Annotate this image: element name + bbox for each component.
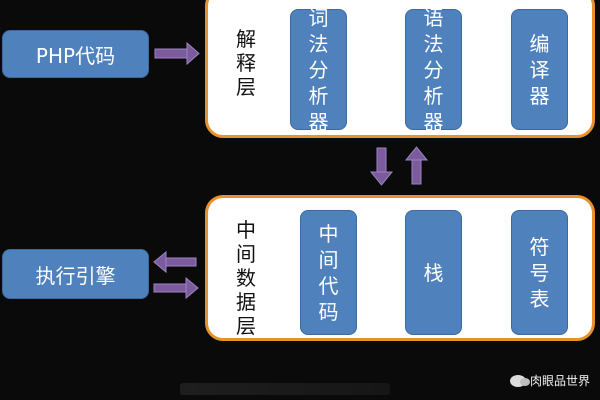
watermark-text: 肉眼品世界: [530, 374, 591, 388]
symbol-table-label: 符号表: [529, 234, 550, 311]
symbol-table-module: 符号表: [511, 210, 568, 335]
middle-data-layer-panel: 中间数据层 中间代码 栈 符号表: [205, 195, 595, 341]
interpret-layer-panel: 解释层 词法分析器 语法分析器 编译器: [205, 0, 595, 138]
arrow-middle-to-engine: [153, 250, 197, 274]
wechat-icon: [510, 374, 530, 387]
lexer-label: 词法分析器: [308, 5, 329, 134]
compiler-module: 编译器: [511, 9, 568, 130]
middle-layer-label: 中间数据层: [236, 218, 256, 338]
stack-label: 栈: [423, 260, 444, 285]
arrow-middle-to-interpret: [404, 146, 429, 185]
faded-caption: [180, 383, 390, 395]
arrow-php-to-interpret: [154, 41, 200, 66]
execution-engine-box: 执行引擎: [2, 249, 149, 299]
php-code-box: PHP代码: [2, 30, 149, 78]
arrow-engine-to-middle: [153, 276, 199, 300]
parser-label: 语法分析器: [423, 5, 444, 134]
parser-module: 语法分析器: [405, 6, 462, 134]
php-code-label: PHP代码: [35, 43, 116, 68]
execution-engine-label: 执行引擎: [35, 263, 116, 288]
intermediate-code-label: 中间代码: [318, 221, 339, 324]
compiler-label: 编译器: [529, 31, 550, 108]
arrow-interpret-to-middle: [369, 147, 394, 186]
stack-module: 栈: [405, 210, 462, 335]
intermediate-code-module: 中间代码: [300, 210, 357, 335]
lexer-module: 词法分析器: [290, 6, 347, 134]
watermark: 肉眼品世界: [510, 372, 590, 389]
interpret-layer-label: 解释层: [236, 27, 256, 99]
